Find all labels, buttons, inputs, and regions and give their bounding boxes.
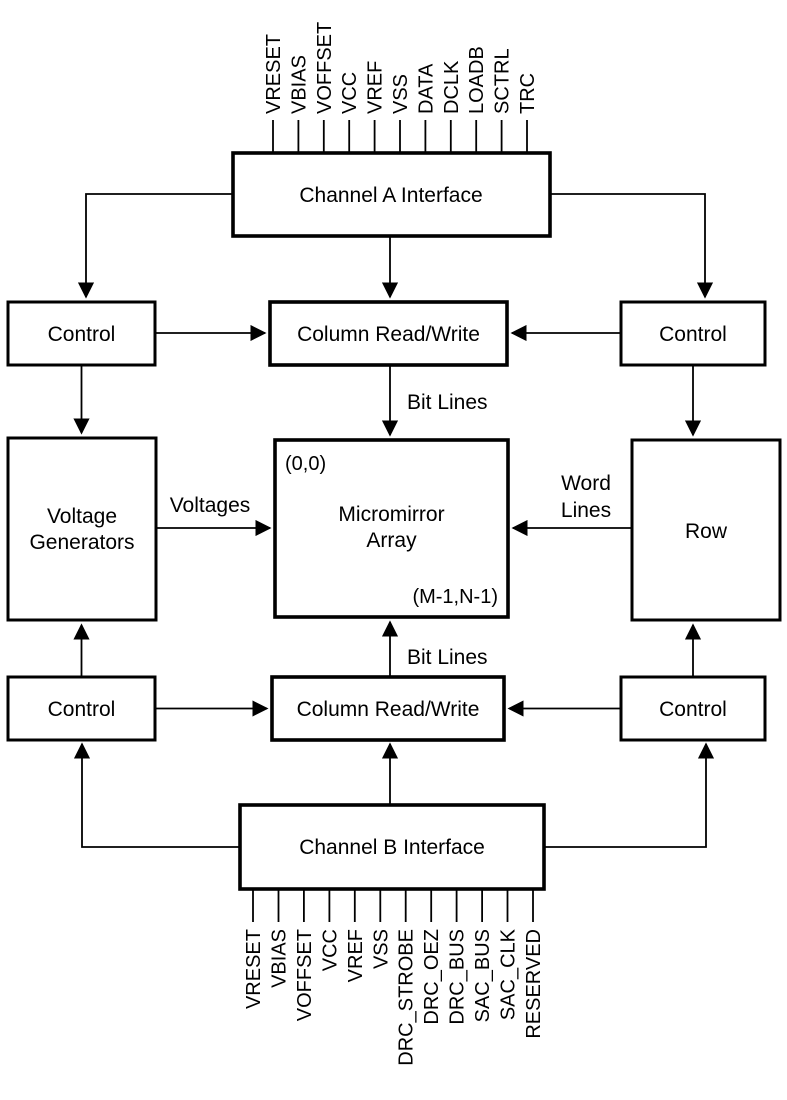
voltage-generators-label-line1: Voltage (47, 505, 117, 528)
pin-label-vbias-top: VBIAS (288, 55, 310, 114)
pin-label-vss-top: VSS (390, 74, 412, 114)
control-bottom-right-label: Control (659, 698, 727, 721)
control-top-right-box (619, 300, 767, 367)
pin-label-sac-bus: SAC_BUS (472, 929, 494, 1022)
word-lines-label-line2: Lines (561, 499, 611, 522)
micromirror-array-label-line1: Micromirror (338, 503, 444, 526)
row-label: Row (685, 520, 728, 543)
array-origin-label: (0,0) (285, 453, 326, 475)
channel-b-pins: VRESET VBIAS VOFFSET VCC VREF VSS DRC_ST… (243, 889, 545, 1066)
pin-label-drc-strobe: DRC_STROBE (396, 929, 418, 1066)
channel-a-interface-label: Channel A Interface (299, 184, 482, 207)
row-box (630, 438, 782, 622)
pin-label-sctrl: SCTRL (492, 48, 514, 114)
control-bottom-left-label: Control (48, 698, 116, 721)
pin-label-vcc-top: VCC (339, 72, 361, 114)
pin-label-drc-bus: DRC_BUS (447, 929, 469, 1025)
channel-b-interface-box (238, 803, 546, 891)
pin-label-data: DATA (415, 63, 437, 114)
pin-label-dclk: DCLK (441, 60, 463, 114)
micromirror-array-label-line2: Array (366, 529, 417, 552)
pin-label-vcc-bottom: VCC (319, 929, 341, 971)
pin-label-vreset-top: VRESET (263, 34, 285, 114)
bit-lines-bottom-label: Bit Lines (407, 646, 488, 669)
pin-label-vreset-bottom: VRESET (243, 929, 265, 1009)
column-read-write-top-box (268, 300, 509, 367)
micromirror-array-box (273, 438, 510, 619)
voltage-generators-box (6, 436, 158, 622)
array-extent-label: (M-1,N-1) (412, 586, 498, 608)
wire-channel-b-to-control-right (544, 742, 715, 848)
pin-label-vref-bottom: VREF (345, 929, 367, 982)
pin-label-vbias-bottom: VBIAS (269, 929, 291, 988)
pin-label-vss-bottom: VSS (370, 929, 392, 969)
control-top-left-label: Control (48, 323, 116, 346)
column-read-write-bottom-box (270, 675, 506, 742)
column-read-write-top-label: Column Read/Write (297, 323, 480, 346)
word-lines-label-line1: Word (561, 472, 611, 495)
voltage-generators-label-line2: Generators (29, 531, 134, 554)
pin-label-reserved: RESERVED (523, 929, 545, 1039)
pin-label-vref-top: VREF (365, 61, 387, 114)
pin-label-sac-clk: SAC_CLK (498, 928, 520, 1020)
pin-label-trc: TRC (517, 73, 539, 114)
control-bottom-left-box (6, 675, 157, 742)
wire-channel-a-to-control-right (550, 193, 714, 299)
pin-label-voffset-bottom: VOFFSET (294, 929, 316, 1021)
bit-lines-top-label: Bit Lines (407, 391, 488, 414)
column-read-write-bottom-label: Column Read/Write (297, 698, 480, 721)
pin-label-voffset-top: VOFFSET (314, 22, 336, 114)
voltages-label: Voltages (170, 494, 251, 517)
channel-b-interface-label: Channel B Interface (299, 836, 485, 859)
channel-a-pins: VRESET VBIAS VOFFSET VCC VREF VSS DATA D… (263, 22, 539, 153)
pin-label-drc-oez: DRC_OEZ (421, 929, 443, 1025)
wire-channel-b-to-control-left (73, 742, 240, 848)
wire-channel-a-to-control-left (77, 193, 233, 299)
pin-label-loadb: LOADB (466, 46, 488, 114)
control-top-left-box (6, 300, 157, 367)
channel-a-interface-box (231, 151, 552, 238)
control-top-right-label: Control (659, 323, 727, 346)
